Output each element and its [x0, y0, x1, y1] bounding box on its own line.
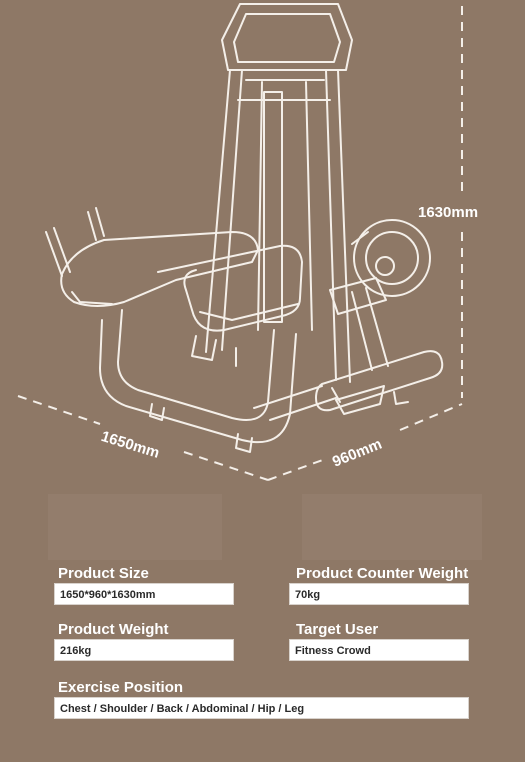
counter-weight-label: Product Counter Weight [296, 565, 469, 582]
exercise-position-value: Chest / Shoulder / Back / Abdominal / Hi… [54, 697, 469, 719]
exercise-position-label: Exercise Position [58, 679, 184, 696]
width-line-right [399, 403, 463, 431]
target-user-value: Fitness Crowd [289, 639, 469, 661]
blank-panel-left [48, 494, 222, 560]
product-size-label: Product Size [58, 565, 149, 582]
width-line-left [267, 457, 329, 481]
height-dimension: 1630mm [418, 204, 479, 221]
length-line-right [183, 451, 269, 481]
product-weight-label: Product Weight [58, 621, 169, 638]
product-size-value: 1650*960*1630mm [54, 583, 234, 605]
blank-panel-right [302, 494, 482, 560]
machine-line-drawing [45, 3, 444, 453]
dimension-lines [17, 6, 463, 481]
target-user-label: Target User [296, 621, 379, 638]
product-weight-value: 216kg [54, 639, 234, 661]
counter-weight-value: 70kg [289, 583, 469, 605]
length-line-left [17, 395, 101, 425]
